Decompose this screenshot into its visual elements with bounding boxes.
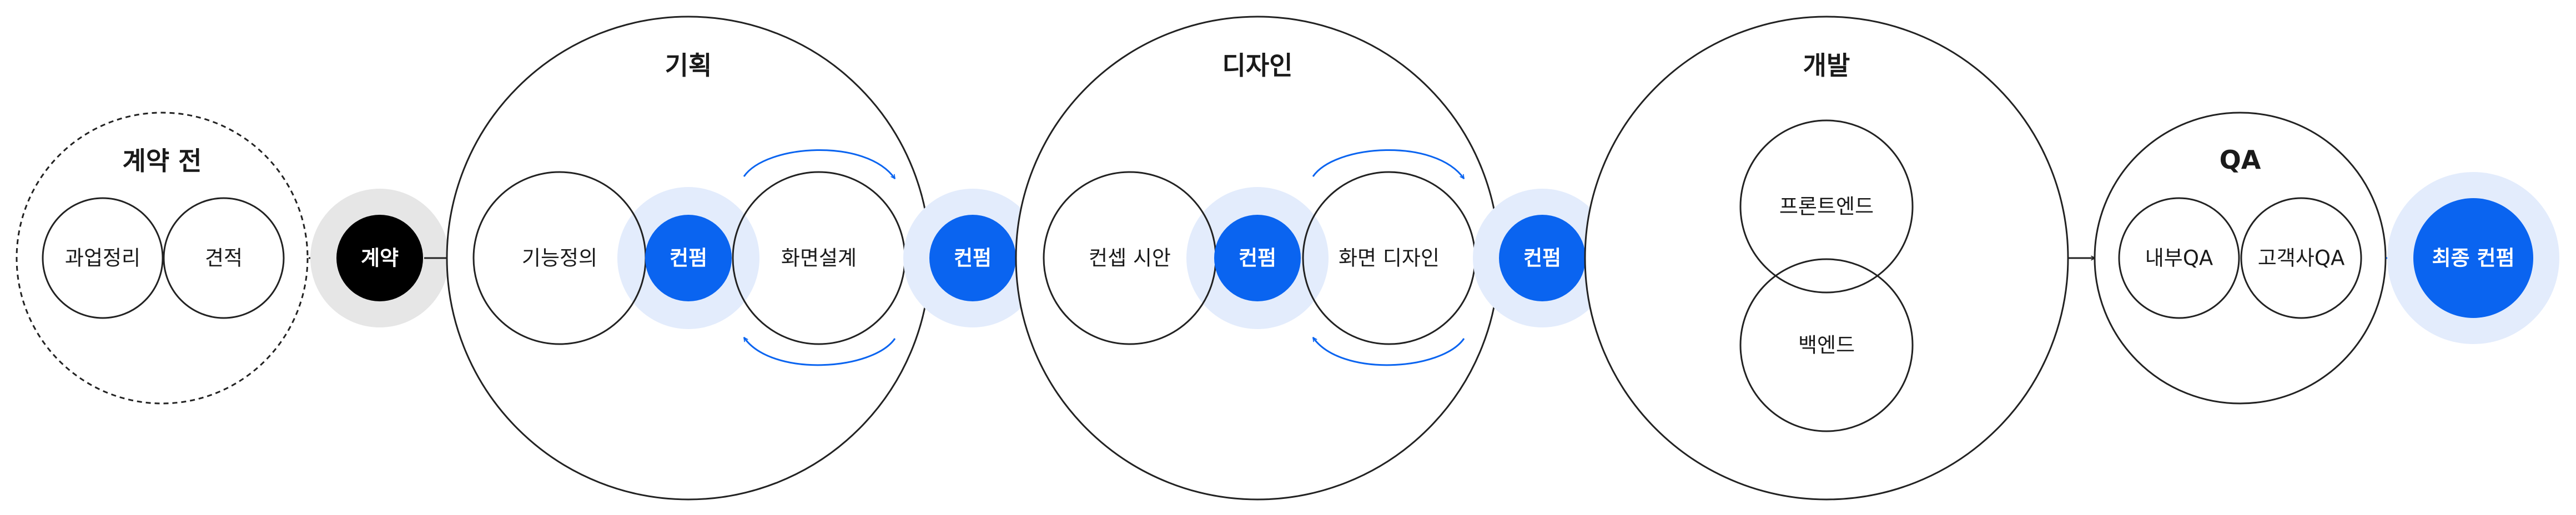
confirm-2-label: 컨펌 (1523, 246, 1561, 270)
design-loop-arrow-back (1312, 337, 1465, 366)
planning-loop-arrow-forward (743, 149, 896, 179)
confirm-1-node (929, 215, 1016, 301)
stage-design: 디자인 컨셉 시안 화면 디자인 컨펌 (1015, 16, 1500, 501)
confirm-1-label: 컨펌 (954, 246, 992, 270)
client-qa-node (2240, 197, 2362, 319)
final-confirm-milestone: 최종 컨펌 (2387, 172, 2559, 344)
confirm-milestone-2: 컨펌 (1473, 189, 1612, 327)
qa-boundary (2094, 112, 2387, 405)
planning-title: 기획 (665, 51, 712, 80)
stage-qa: QA 내부QA 고객사QA (2094, 112, 2387, 405)
design-loop-arrow-forward (1312, 149, 1465, 179)
screen-planning-label: 화면설계 (781, 246, 857, 270)
estimate-node (163, 197, 285, 319)
design-confirm-node (1214, 215, 1301, 301)
backend-node (1739, 258, 1914, 432)
stage-planning: 기획 기능정의 화면설계 컨펌 (446, 16, 931, 501)
contract-label: 계약 (361, 246, 399, 270)
stage-development: 개발 프론트엔드 백엔드 (1584, 16, 2069, 501)
confirm-2-node (1499, 215, 1586, 301)
planning-loop-arrow-back (743, 337, 896, 366)
internal-qa-label: 내부QA (2145, 246, 2213, 270)
task-summary-node (42, 197, 164, 319)
concept-draft-label: 컨셉 시안 (1089, 246, 1171, 270)
contract-node (336, 215, 423, 301)
task-summary-label: 과업정리 (65, 246, 140, 270)
qa-title: QA (2220, 145, 2261, 175)
development-title: 개발 (1803, 51, 1850, 80)
estimate-label: 견적 (205, 246, 243, 270)
frontend-label: 프론트엔드 (1779, 195, 1874, 219)
design-title: 디자인 (1222, 51, 1293, 80)
design-confirm-label: 컨펌 (1239, 246, 1276, 270)
final-confirm-node (2413, 198, 2533, 318)
pre-contract-title: 계약 전 (123, 146, 202, 176)
planning-confirm-label: 컨펌 (670, 246, 707, 270)
feature-definition-label: 기능정의 (522, 246, 597, 270)
frontend-node (1739, 119, 1914, 294)
backend-label: 백엔드 (1798, 334, 1855, 357)
planning-confirm-node (645, 215, 732, 301)
contract-milestone: 계약 (310, 189, 449, 327)
confirm-milestone-1: 컨펌 (903, 189, 1042, 327)
screen-design-label: 화면 디자인 (1339, 246, 1440, 270)
client-qa-label: 고객사QA (2258, 246, 2345, 270)
internal-qa-node (2118, 197, 2240, 319)
development-boundary (1584, 16, 2069, 501)
stage-pre-contract: 계약 전 과업정리 견적 (16, 112, 309, 405)
final-confirm-label: 최종 컨펌 (2432, 246, 2514, 270)
